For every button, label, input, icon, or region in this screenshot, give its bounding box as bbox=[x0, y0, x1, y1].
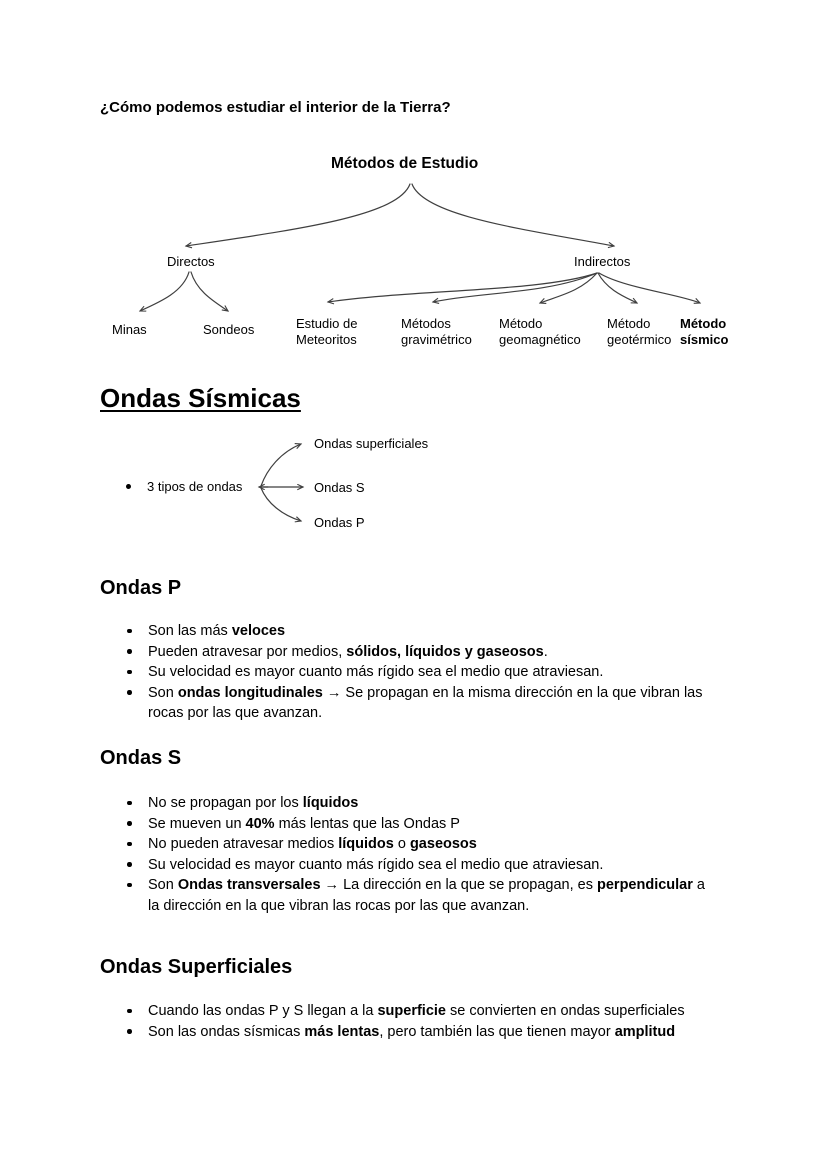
page-title: ¿Cómo podemos estudiar el interior de la… bbox=[100, 99, 451, 116]
leaf-line: Estudio de bbox=[296, 316, 358, 331]
leaf-line: Método bbox=[499, 316, 543, 331]
leaf-line: Método bbox=[680, 316, 727, 331]
bullet-item: Son las más veloces bbox=[126, 621, 716, 642]
leaf-sondeos: Sondeos bbox=[203, 322, 255, 337]
leaf-metodos-gravimetrico: Métodos gravimétrico bbox=[401, 316, 472, 348]
wave-type-p: Ondas P bbox=[314, 515, 365, 530]
heading-ondas-p: Ondas P bbox=[100, 577, 182, 599]
leaf-metodo-geotermico: Método geotérmico bbox=[607, 316, 671, 348]
bullet-item: Son ondas longitudinales → Se propagan e… bbox=[126, 683, 716, 724]
bullet-item: Su velocidad es mayor cuanto más rígido … bbox=[126, 662, 716, 683]
bullet-item: Su velocidad es mayor cuanto más rígido … bbox=[126, 855, 716, 876]
leaf-line: geomagnético bbox=[499, 332, 581, 347]
wave-count-label: 3 tipos de ondas bbox=[147, 479, 243, 494]
leaf-line: Método bbox=[607, 316, 651, 331]
ondas-s-bullets: No se propagan por los líquidos Se mueve… bbox=[126, 793, 716, 916]
ondas-superficiales-bullets: Cuando las ondas P y S llegan a la super… bbox=[126, 1001, 716, 1042]
bullet-item: Cuando las ondas P y S llegan a la super… bbox=[126, 1001, 716, 1022]
bullet-item: Se mueven un 40% más lentas que las Onda… bbox=[126, 814, 716, 835]
leaf-line: Meteoritos bbox=[296, 332, 357, 347]
leaf-metodo-geomagnetico: Método geomagnético bbox=[499, 316, 581, 348]
bullet-item: Pueden atravesar por medios, sólidos, lí… bbox=[126, 642, 716, 663]
bullet-dot bbox=[126, 484, 131, 489]
leaf-line: gravimétrico bbox=[401, 332, 472, 347]
branch-directos: Directos bbox=[167, 254, 215, 269]
bullet-item: Son Ondas transversales → La dirección e… bbox=[126, 875, 716, 916]
bullet-item: Son las ondas sísmicas más lentas, pero … bbox=[126, 1022, 716, 1043]
diagram-arrows bbox=[138, 183, 702, 523]
wave-type-s: Ondas S bbox=[314, 480, 365, 495]
leaf-line: sísmico bbox=[680, 332, 729, 347]
leaf-metodo-sismico: Método sísmico bbox=[680, 316, 728, 348]
leaf-estudio-meteoritos: Estudio de Meteoritos bbox=[296, 316, 357, 348]
leaf-line: geotérmico bbox=[607, 332, 672, 347]
ondas-p-bullets: Son las más veloces Pueden atravesar por… bbox=[126, 621, 716, 724]
leaf-minas: Minas bbox=[112, 322, 147, 337]
methods-diagram-root: Métodos de Estudio bbox=[331, 155, 479, 172]
bullet-item: No se propagan por los líquidos bbox=[126, 793, 716, 814]
leaf-line: Métodos bbox=[401, 316, 451, 331]
heading-ondas-superficiales: Ondas Superficiales bbox=[100, 956, 293, 978]
bullet-item: No pueden atravesar medios líquidos o ga… bbox=[126, 834, 716, 855]
wave-type-superficiales: Ondas superficiales bbox=[314, 436, 429, 451]
branch-indirectos: Indirectos bbox=[574, 254, 631, 269]
heading-ondas-s: Ondas S bbox=[100, 747, 182, 769]
heading-ondas-sismicas: Ondas Sísmicas bbox=[100, 383, 301, 413]
